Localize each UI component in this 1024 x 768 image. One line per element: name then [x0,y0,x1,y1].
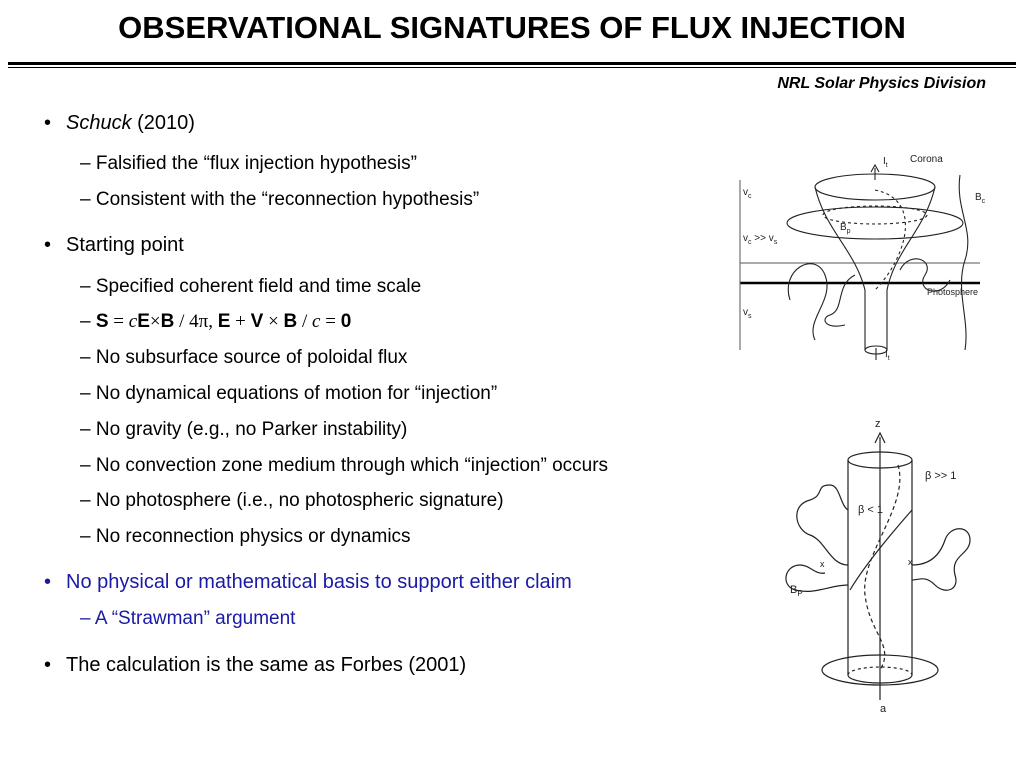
author-name: Schuck [66,112,132,134]
vs-label: vs [743,307,752,320]
funnel-left-side [814,186,866,350]
beta-less-label: β < 1 [858,504,883,516]
sub-bullet: – Falsified the “flux injection hypothes… [80,153,417,174]
z-axis-arrowhead [874,431,886,444]
current-arrowhead-top [870,163,880,173]
current-label-top: It [883,156,888,169]
sub-bullet: – No gravity (e.g., no Parker instabilit… [80,419,408,440]
bullet-schuck: •Schuck (2010) [44,112,195,134]
bc-curve [958,174,969,351]
author-year: (2010) [131,112,195,134]
sub-bullet: – No photosphere (i.e., no photospheric … [80,490,504,511]
equation: S = cE×B / 4π, E + V × B / c = 0 [95,311,352,332]
bullet-forbes: •The calculation is the same as Forbes (… [44,654,467,676]
funnel-right-side [886,186,936,350]
bp-label: BP [790,584,803,598]
helical-field-line [864,464,901,671]
radius-label: a [880,703,887,715]
bullet-starting-point: •Starting point [44,234,184,256]
funnel-mid-ellipse [822,205,928,225]
sub-bullet-strawman: – A “Strawman” argument [80,608,296,629]
bc-label: Bc [975,192,986,205]
wavy-line-right [911,528,971,591]
cylinder-bottom-front [847,674,913,684]
z-axis-label: z [875,418,881,430]
sub-bullet: – No reconnection physics or dynamics [80,526,411,547]
vc-label: vc [743,187,752,200]
sub-bullet-equation: – S = cE×B / 4π, E + V × B / c = 0 [80,311,352,332]
flux-tube-cylinder-diagram: z β >> 1 β < 1 BP x x a [785,418,971,715]
flux-emergence-diagram: It Corona vc Bc Bp vc >> vs Photosphere … [739,154,986,362]
title-rule-thick [8,62,1016,65]
current-label-bottom: It [885,349,890,362]
interior-dashed-line [874,189,906,291]
sub-bullet: – Consistent with the “reconnection hypo… [80,189,480,210]
x-point-left: x [820,559,825,569]
vc-vs-label: vc >> vs [743,233,778,246]
bottom-ring [821,654,939,686]
field-line-lower [824,274,856,327]
organization-label: NRL Solar Physics Division [777,75,986,92]
title-rule-thin [8,67,1016,68]
field-line-right [899,258,951,292]
field-line-left [787,263,828,341]
x-point-right: x [908,557,913,567]
wavy-line-left-upper [796,484,849,566]
bp-ring [786,206,964,240]
helix-front [849,509,913,591]
wavy-line-left-lower [785,564,849,592]
beta-greater-label: β >> 1 [925,470,956,482]
sub-bullet: – No convection zone medium through whic… [80,455,609,476]
bullet-no-basis: •No physical or mathematical basis to su… [44,571,572,593]
corona-label: Corona [910,154,943,165]
sub-bullet: – Specified coherent field and time scal… [80,276,422,297]
sub-bullet: – No dynamical equations of motion for “… [80,383,498,404]
sub-bullet: – No subsurface source of poloidal flux [80,347,408,368]
photosphere-label: Photosphere [927,287,978,297]
slide-title: OBSERVATIONAL SIGNATURES OF FLUX INJECTI… [118,10,906,45]
bp-label: Bp [840,222,851,235]
